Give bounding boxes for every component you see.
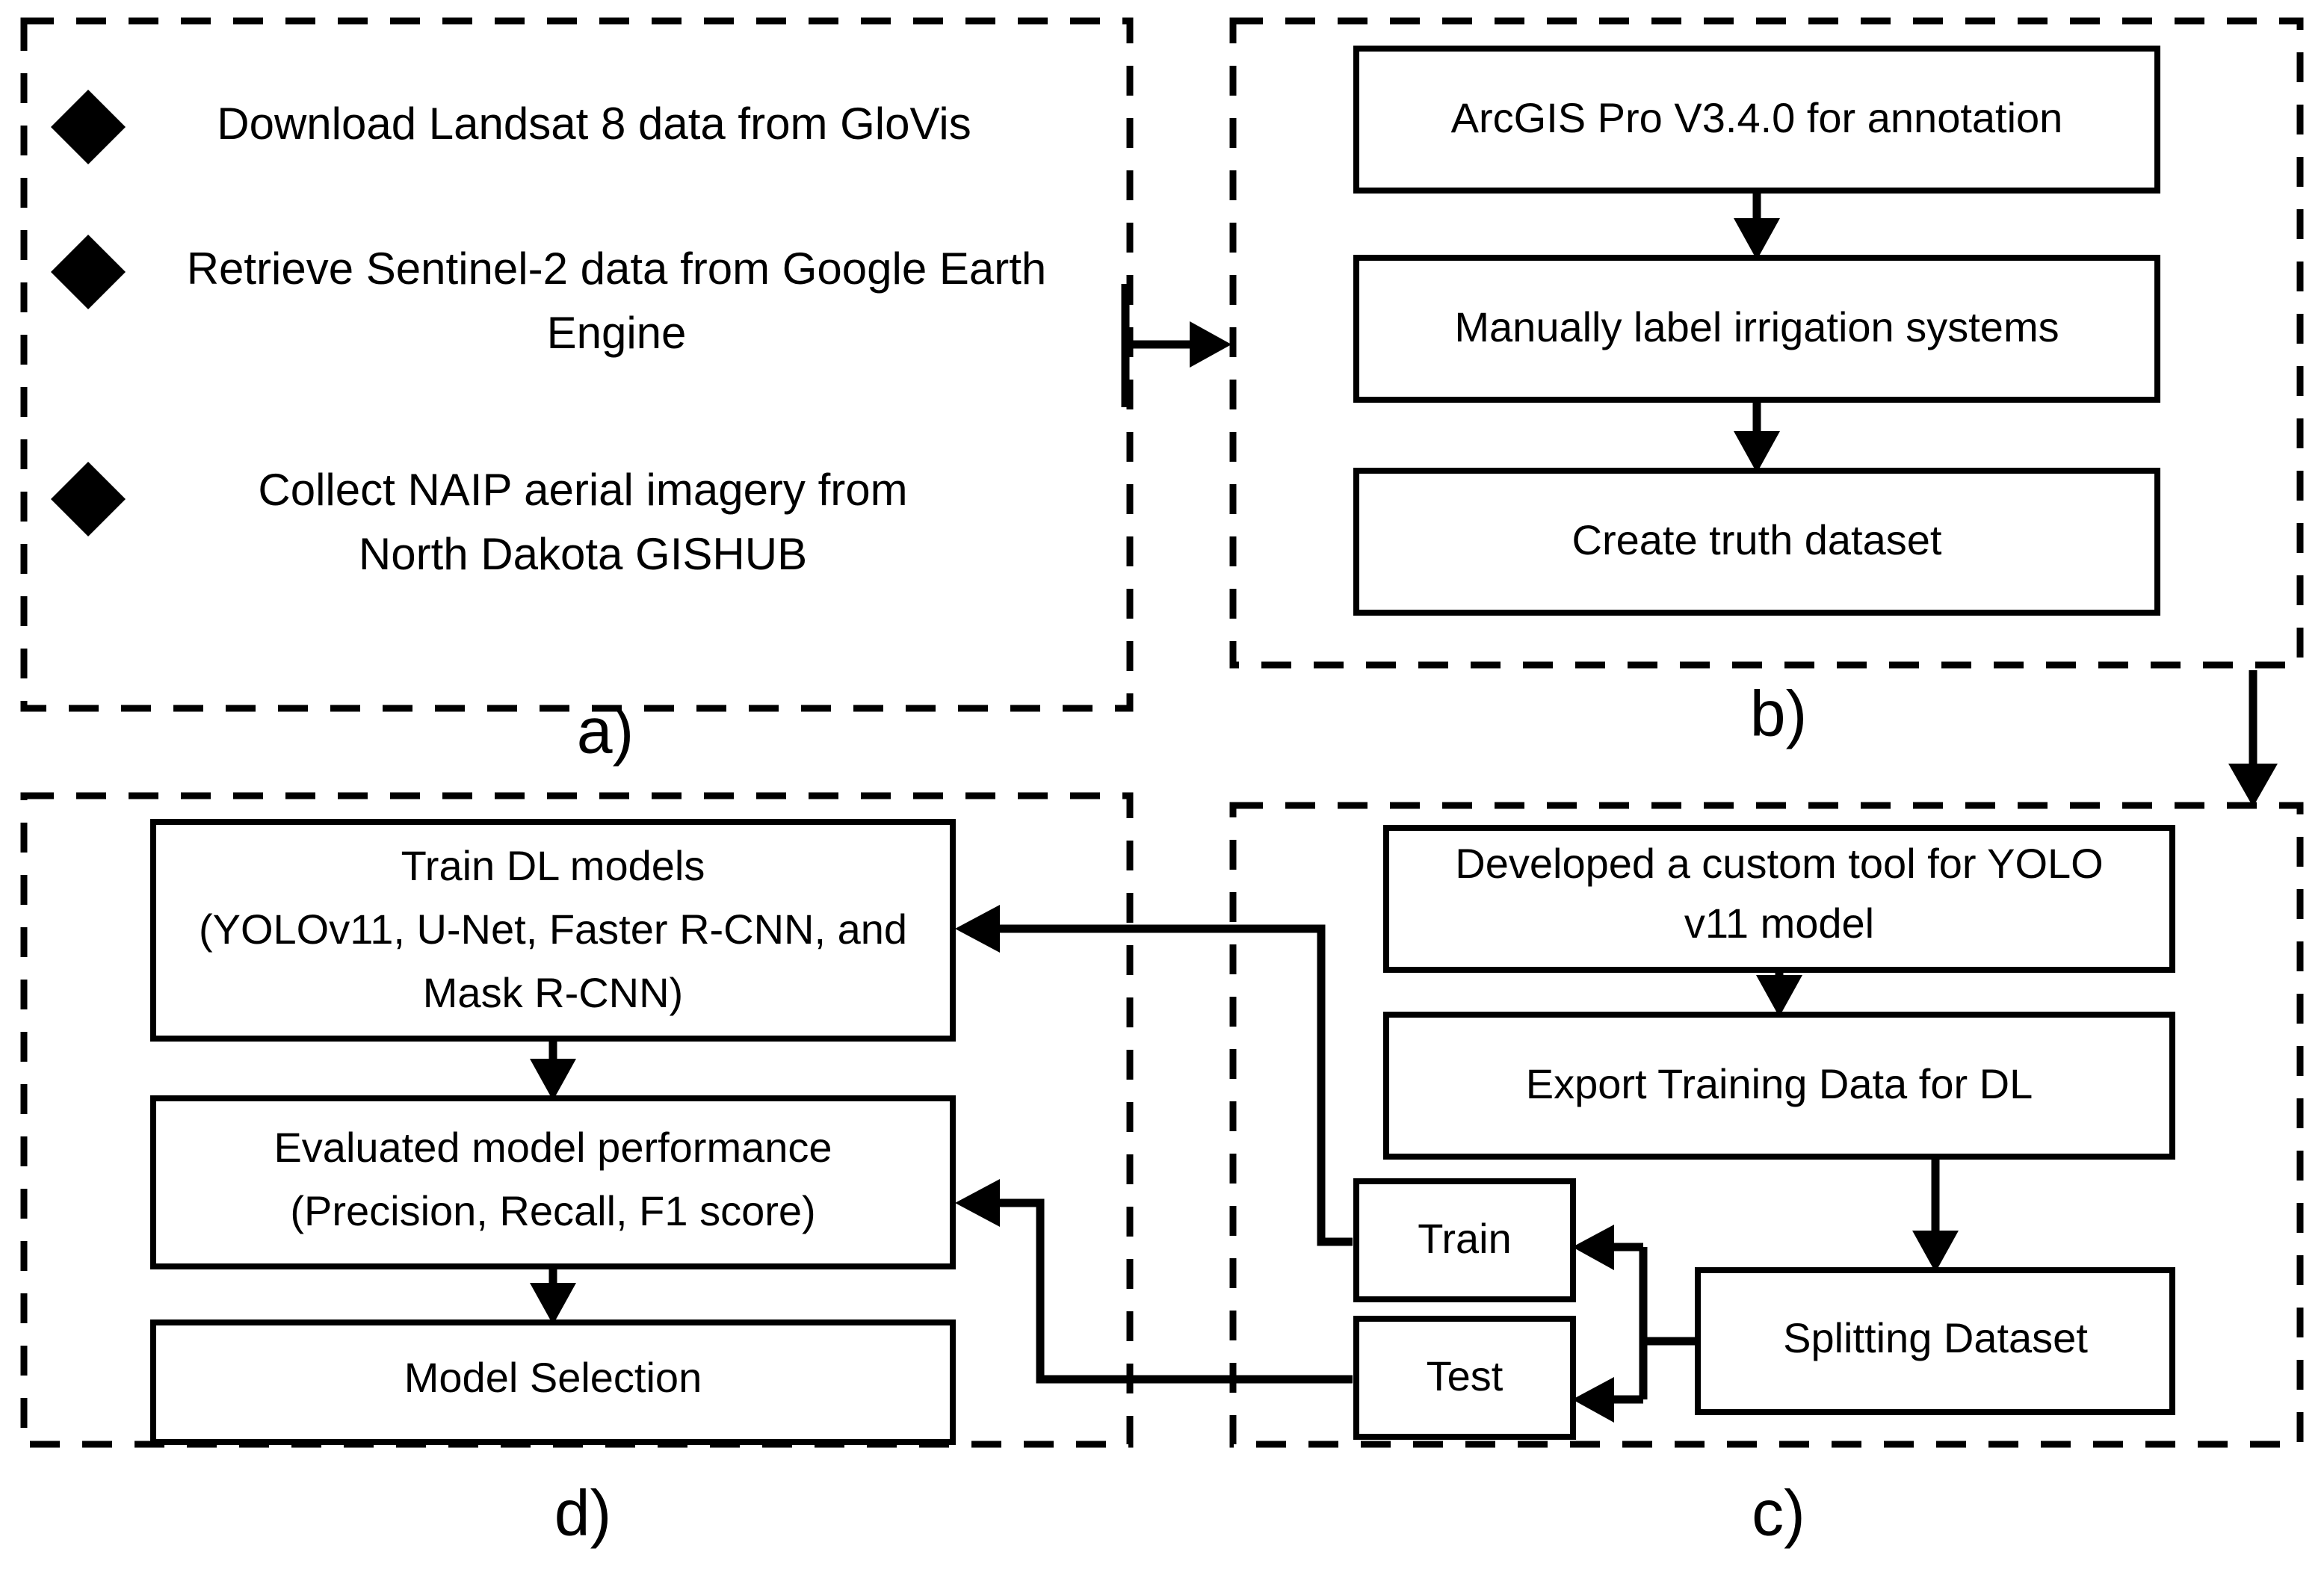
panel-b: ArcGIS Pro V3.4.0 for annotation Manuall… [1229,17,2304,750]
box-model-selection-label: Model Selection [404,1354,702,1401]
box-export-training-data [1383,1012,2175,1160]
box-developed-custom-tool-line-1: v11 model [1684,900,1874,947]
connector-test-to-evaluated-performance [955,1179,1353,1384]
box-export-training-data-label: Export Training Data for DL [1526,1060,2033,1107]
diamond-bullet-icon [51,235,126,309]
box-train-dl-models [150,819,956,1042]
panel-b-label: b) [1750,678,1807,750]
panel-a-item-2-line-1: North Dakota GISHUB [359,529,807,579]
connector-b-to-c [2228,670,2278,807]
box-train-label: Train [1418,1215,1512,1262]
panel-a-dashed-border [20,17,1134,712]
panel-d: Train DL models (YOLOv11, U-Net, Faster … [20,792,1134,1550]
panel-c-arrow-1 [1756,970,1802,1017]
box-train-dl-models-line-0: Train DL models [401,842,705,889]
panel-b-arrow-2 [1734,400,1780,473]
box-train [1353,1178,1576,1302]
box-create-truth-dataset [1353,468,2160,616]
panel-c-split-fork [1572,1225,1698,1423]
box-test [1353,1316,1576,1440]
box-manually-label-label: Manually label irrigation systems [1454,303,2059,350]
panel-a-item-0-line-0: Download Landsat 8 data from GloVis [217,99,971,149]
connector-a-to-b [1121,284,1231,407]
diamond-bullet-icon [51,90,126,164]
panel-c: Developed a custom tool for YOLO v11 mod… [1229,802,2304,1550]
box-arcgis-pro [1353,46,2160,194]
box-test-label: Test [1427,1352,1504,1399]
panel-c-arrow-2 [1912,1157,1959,1272]
panel-d-arrow-1 [530,1039,576,1101]
box-arcgis-pro-label: ArcGIS Pro V3.4.0 for annotation [1451,94,2063,141]
panel-d-label: d) [554,1478,611,1550]
box-evaluated-model-performance-line-1: (Precision, Recall, F1 score) [290,1187,815,1234]
box-evaluated-model-performance-line-0: Evaluated model performance [273,1124,832,1171]
box-model-selection [150,1319,956,1445]
box-train-dl-models-line-2: Mask R-CNN) [423,969,683,1016]
panel-d-arrow-2 [530,1266,576,1325]
panel-a: Download Landsat 8 data from GloVis Retr… [20,17,1134,767]
panel-c-dashed-border [1229,802,2304,1448]
box-splitting-dataset-label: Splitting Dataset [1783,1314,2088,1361]
panel-a-item-2-line-0: Collect NAIP aerial imagery from [258,465,907,515]
box-developed-custom-tool-line-0: Developed a custom tool for YOLO [1455,840,2103,887]
box-create-truth-dataset-label: Create truth dataset [1572,516,1942,563]
panel-b-arrow-1 [1734,191,1780,260]
panel-a-item-1-line-1: Engine [547,308,687,358]
panel-a-label: a) [577,696,634,767]
connector-train-to-train-dl-models [955,905,1353,1246]
box-train-dl-models-line-1: (YOLOv11, U-Net, Faster R-CNN, and [199,906,907,953]
panel-b-dashed-border [1229,17,2304,669]
diamond-bullet-icon [51,462,126,536]
panel-c-label: c) [1752,1478,1805,1550]
panel-a-item-1-line-0: Retrieve Sentinel-2 data from Google Ear… [187,244,1047,294]
